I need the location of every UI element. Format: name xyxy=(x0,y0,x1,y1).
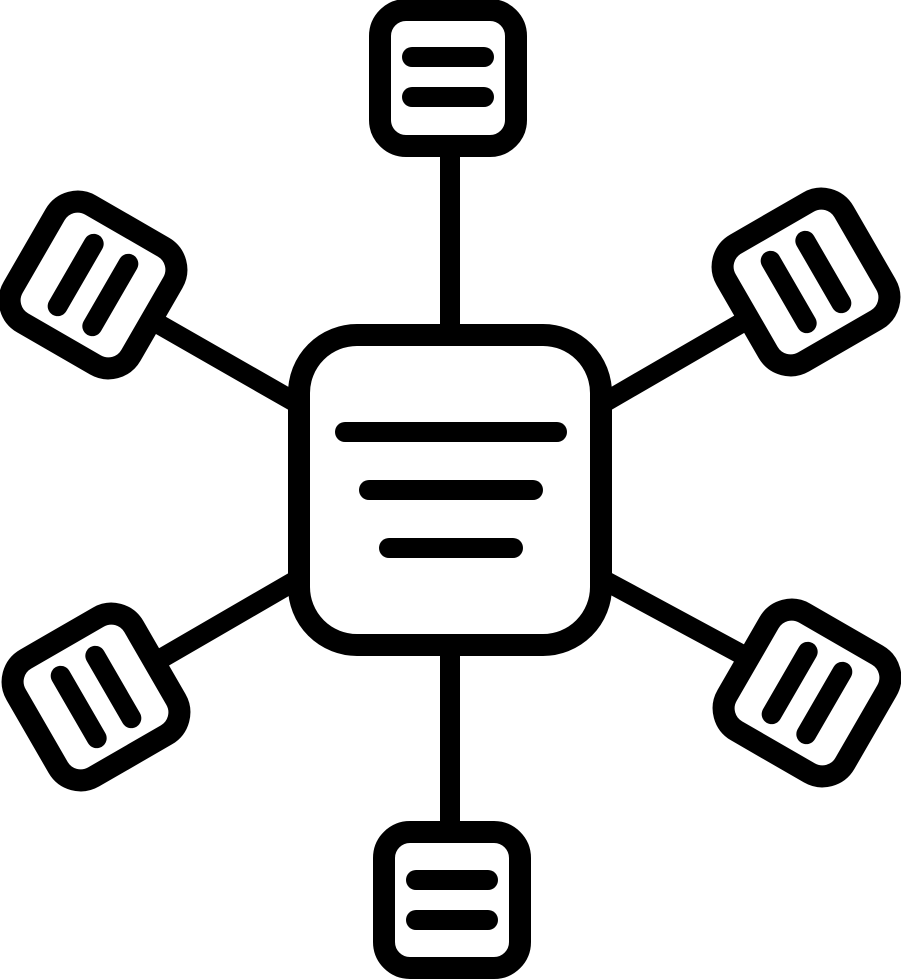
central-node xyxy=(288,324,612,656)
satellite-node-lower-right xyxy=(712,598,901,788)
satellite-node-upper-left xyxy=(0,190,188,380)
connector-lower-right xyxy=(590,568,762,670)
satellite-node-top xyxy=(369,0,527,157)
connector-lines xyxy=(138,135,762,845)
satellite-node-bottom xyxy=(373,821,531,979)
satellite-node-upper-right xyxy=(711,187,901,377)
connector-upper-right xyxy=(590,308,760,415)
satellite-node-lower-left xyxy=(1,602,191,792)
connector-lower-left xyxy=(140,568,310,675)
connector-upper-left xyxy=(138,308,310,415)
